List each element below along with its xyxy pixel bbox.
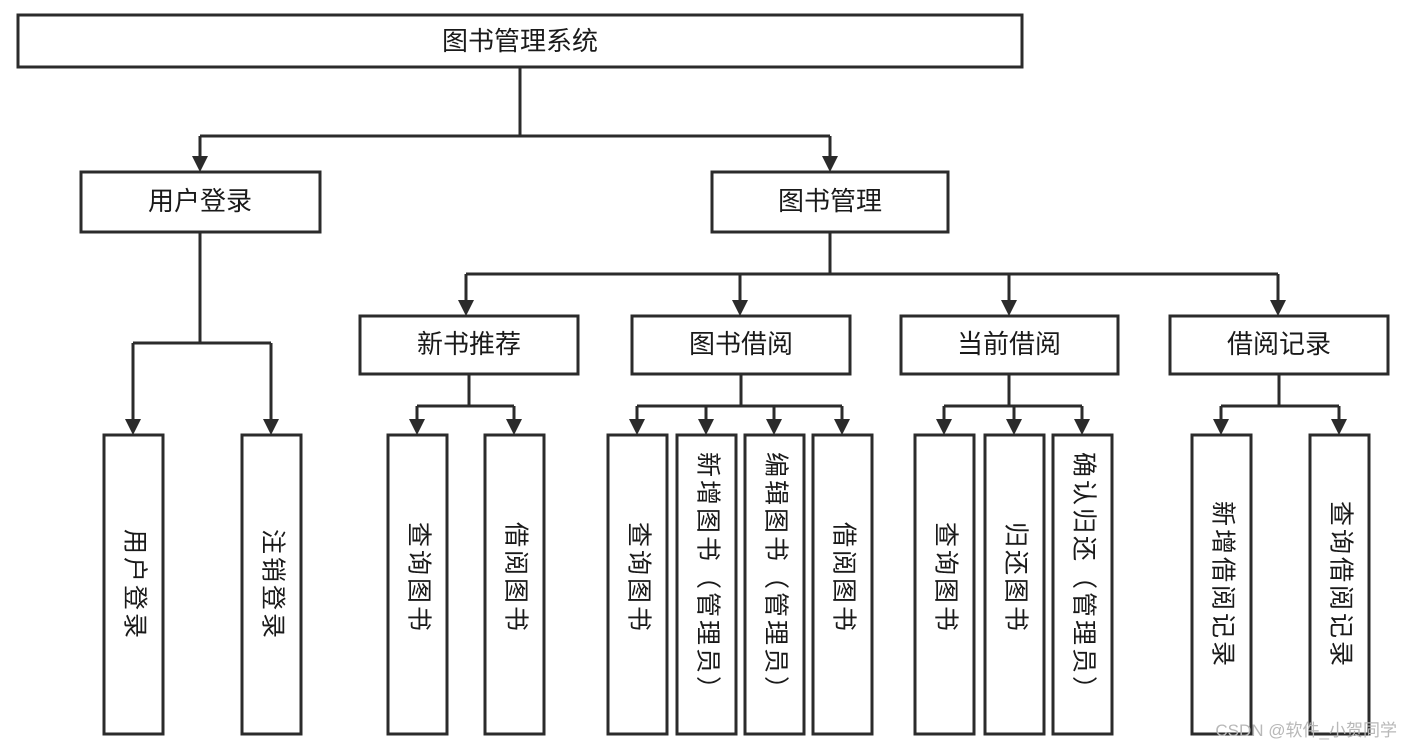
arrowhead-bookborrow-leaf-1 (629, 419, 645, 435)
arrowhead-borrowrecord-leaf-2 (1331, 419, 1347, 435)
node-user-login[interactable]: 用户登录 (79, 170, 322, 234)
node-borrow-record[interactable]: 借阅记录 (1168, 314, 1390, 376)
node-user-login-label: 用户登录 (148, 186, 252, 216)
leaf-bookborrow-edit-book-admin-label: 编辑图书（管理员） (761, 452, 789, 704)
leaf-bookborrow-add-book-admin[interactable]: 新增图书（管理员） (675, 433, 738, 736)
leaf-bookborrow-borrow-book[interactable]: 借阅图书 (811, 433, 874, 736)
leaf-borrowrecord-add-record-label: 新增借阅记录 (1208, 501, 1236, 669)
node-borrow-record-label: 借阅记录 (1227, 329, 1331, 359)
node-book-manage-label: 图书管理 (778, 186, 882, 216)
leaf-borrowrecord-query-record-label: 查询借阅记录 (1326, 501, 1354, 669)
leaf-currentborrow-return-book-box[interactable] (983, 433, 1046, 736)
arrowhead-bookborrow-leaf-3 (766, 419, 782, 435)
leaf-bookborrow-borrow-book-label: 借阅图书 (829, 522, 857, 634)
leaf-borrowrecord-add-record[interactable]: 新增借阅记录 (1190, 433, 1253, 736)
connector-layer (125, 67, 1347, 435)
node-root-box[interactable] (16, 13, 1024, 69)
leaf-bookborrow-add-book-admin-box[interactable] (675, 433, 738, 736)
node-borrow-record-box[interactable] (1168, 314, 1390, 376)
csdn-watermark: CSDN @软件_小贺同学 (1215, 721, 1397, 740)
arrowhead-borrowrecord-leaf-1 (1213, 419, 1229, 435)
leaf-newbook-borrow-book-label: 借阅图书 (501, 522, 529, 634)
leaf-newbook-query-book-box[interactable] (386, 433, 449, 736)
node-new-book-recommend-label: 新书推荐 (417, 329, 521, 359)
leaf-bookborrow-borrow-book-box[interactable] (811, 433, 874, 736)
leaf-currentborrow-query-book-label: 查询图书 (931, 522, 959, 634)
leaf-logout-label: 注销登录 (258, 529, 286, 641)
leaf-bookborrow-edit-book-admin[interactable]: 编辑图书（管理员） (743, 433, 806, 736)
leaf-logout[interactable]: 注销登录 (240, 433, 303, 736)
node-book-borrow-label: 图书借阅 (689, 329, 793, 359)
leaf-newbook-query-book[interactable]: 查询图书 (386, 433, 449, 736)
leaf-borrowrecord-query-record[interactable]: 查询借阅记录 (1308, 433, 1371, 736)
leaf-bookborrow-edit-book-admin-box[interactable] (743, 433, 806, 736)
arrowhead-bookborrow-leaf-4 (834, 419, 850, 435)
arrowhead-leaf-logout (263, 419, 279, 435)
arrowhead-currentborrow-leaf-3 (1074, 419, 1090, 435)
node-new-book-recommend-box[interactable] (358, 314, 580, 376)
leaf-logout-box[interactable] (240, 433, 303, 736)
arrowhead-newbook-leaf-2 (506, 419, 522, 435)
arrowhead-currentborrow-leaf-1 (936, 419, 952, 435)
leaf-newbook-borrow-book[interactable]: 借阅图书 (483, 433, 546, 736)
node-new-book-recommend[interactable]: 新书推荐 (358, 314, 580, 376)
leaf-currentborrow-confirm-return-admin-label: 确认归还（管理员） (1069, 452, 1097, 704)
leaf-borrowrecord-query-record-box[interactable] (1308, 433, 1371, 736)
leaf-currentborrow-return-book-label: 归还图书 (1001, 522, 1029, 634)
leaf-user-login[interactable]: 用户登录 (102, 433, 165, 736)
leaf-user-login-label: 用户登录 (120, 529, 148, 641)
leaf-bookborrow-query-book-box[interactable] (606, 433, 669, 736)
arrowhead-currentborrow-leaf-2 (1006, 419, 1022, 435)
arrowhead-book-borrow (732, 300, 748, 316)
arrowhead-borrow-record (1270, 300, 1286, 316)
arrowhead-newbook-leaf-1 (409, 419, 425, 435)
leaf-currentborrow-query-book[interactable]: 查询图书 (913, 433, 976, 736)
leaf-currentborrow-confirm-return-admin-box[interactable] (1051, 433, 1114, 736)
arrowhead-book-manage (822, 156, 838, 172)
leaf-currentborrow-query-book-box[interactable] (913, 433, 976, 736)
arrowhead-user-login (192, 156, 208, 172)
node-current-borrow-box[interactable] (899, 314, 1120, 376)
leaf-newbook-borrow-book-box[interactable] (483, 433, 546, 736)
leaf-bookborrow-add-book-admin-label: 新增图书（管理员） (693, 452, 721, 704)
leaf-newbook-query-book-label: 查询图书 (404, 522, 432, 634)
node-current-borrow-label: 当前借阅 (957, 329, 1061, 359)
leaf-borrowrecord-add-record-box[interactable] (1190, 433, 1253, 736)
node-book-borrow-box[interactable] (630, 314, 852, 376)
leaf-user-login-box[interactable] (102, 433, 165, 736)
node-book-manage-box[interactable] (710, 170, 950, 234)
leaf-bookborrow-query-book[interactable]: 查询图书 (606, 433, 669, 736)
leaf-currentborrow-return-book[interactable]: 归还图书 (983, 433, 1046, 736)
node-user-login-box[interactable] (79, 170, 322, 234)
arrowhead-leaf-user-login (125, 419, 141, 435)
node-root[interactable]: 图书管理系统 (16, 13, 1024, 69)
node-book-borrow[interactable]: 图书借阅 (630, 314, 852, 376)
leaf-currentborrow-confirm-return-admin[interactable]: 确认归还（管理员） (1051, 433, 1114, 736)
node-current-borrow[interactable]: 当前借阅 (899, 314, 1120, 376)
node-root-label: 图书管理系统 (442, 26, 598, 56)
node-book-manage[interactable]: 图书管理 (710, 170, 950, 234)
arrowhead-bookborrow-leaf-2 (698, 419, 714, 435)
leaf-bookborrow-query-book-label: 查询图书 (624, 522, 652, 634)
arrowhead-current-borrow (1001, 300, 1017, 316)
arrowhead-new-book-rec (458, 300, 474, 316)
